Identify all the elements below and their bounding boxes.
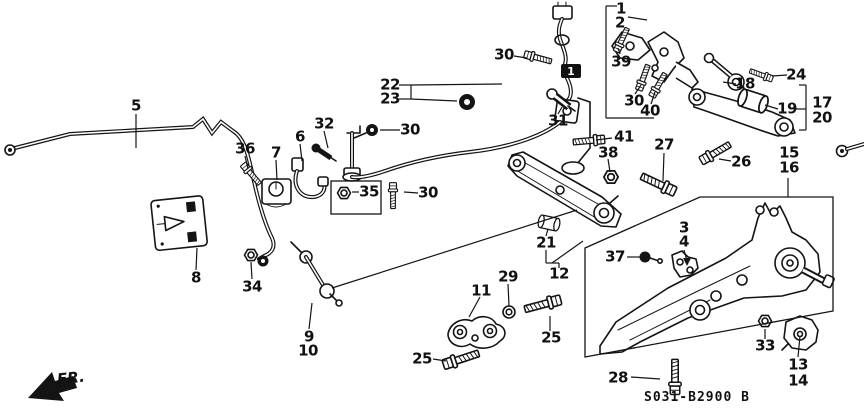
- stabilizer-bar: [4, 116, 276, 267]
- callout-leader-line: [557, 106, 563, 115]
- bolt-26: [697, 138, 734, 167]
- nut-34: [243, 248, 259, 262]
- leader-arrowhead: [683, 258, 691, 266]
- bushing-18: [703, 52, 745, 91]
- callout-leader-line: [507, 283, 510, 307]
- stabilizer-bracket-plate-8: [150, 195, 208, 252]
- fastener-group-box: [330, 180, 382, 215]
- fr-direction-arrow-icon: [28, 372, 77, 401]
- callout-leader-line: [617, 47, 621, 55]
- callout-leader-line: [323, 130, 329, 149]
- leader-lines-layer: [135, 5, 834, 380]
- callout-leader-line: [595, 137, 613, 141]
- rod-end-right-edge: [835, 142, 864, 158]
- callout-leader-line: [650, 91, 656, 105]
- abs-wire-bracket: [342, 124, 378, 182]
- trailing-arm-group-outline: [584, 196, 834, 358]
- callout-leader-line: [545, 228, 549, 237]
- clip-bolt-32: [311, 143, 337, 162]
- bolt-30-upper: [633, 62, 653, 93]
- bolt-30-top: [522, 48, 554, 67]
- callout-leader-line: [797, 335, 801, 358]
- callout-leader-line: [331, 209, 578, 289]
- callout-leader-line: [250, 261, 253, 280]
- group-bracket-line: [551, 240, 584, 264]
- sensor-bracket-3-4: [671, 250, 699, 278]
- stabilizer-bushing-7: [261, 178, 292, 208]
- callout-leader-line: [513, 55, 528, 59]
- callout-leader-line: [244, 155, 249, 170]
- bolt-25-left: [440, 346, 482, 372]
- callout-leader-line: [308, 302, 313, 330]
- callout-leader-line: [275, 159, 278, 181]
- callout-leader-line: [771, 74, 788, 77]
- callout-leader-line: [764, 104, 779, 110]
- callout-leader-line: [630, 376, 661, 380]
- washer-29: [502, 305, 516, 319]
- group-bracket-line: [410, 83, 503, 86]
- callout-leader-line: [607, 158, 611, 173]
- bolt-30-box: [387, 182, 399, 210]
- callout-leader-line: [662, 152, 665, 182]
- nut-35: [336, 186, 352, 200]
- harness-marker-badge: 1: [561, 64, 581, 78]
- callout-leader-line: [718, 158, 732, 162]
- upper-arm-17-20: [688, 88, 796, 137]
- stabilizer-link-9-10: [290, 241, 343, 307]
- bracket-assembly-1-2: [611, 31, 699, 89]
- grommet-bolt-37: [639, 251, 663, 264]
- callout-leader-line: [432, 358, 447, 362]
- callout-leader-line: [299, 143, 303, 162]
- bolt-24: [747, 66, 775, 84]
- compensator-arm-11: [447, 315, 506, 349]
- callout-leader-line: [722, 81, 737, 85]
- bolt-41: [572, 133, 606, 149]
- callout-leader-line: [627, 16, 648, 21]
- bolt-25-right: [522, 292, 564, 317]
- rear-lower-arm-12: [507, 151, 622, 228]
- callout-leader-line: [403, 191, 419, 194]
- group-bracket-line: [410, 98, 458, 102]
- knuckle-13-14: [781, 315, 819, 351]
- sensor-bolt-31: [546, 88, 576, 112]
- nut-38: [602, 169, 620, 185]
- bolt-27: [638, 169, 679, 199]
- callout-leader-line: [468, 296, 481, 318]
- callout-leader-line: [195, 247, 198, 271]
- trailing-arm-assembly-15-16: [599, 202, 835, 355]
- drawing-code: S031-B2900 B: [644, 390, 750, 405]
- stabilizer-clamp-6: [291, 157, 329, 200]
- front-direction-label: FR.: [56, 367, 86, 389]
- bushing-21: [536, 213, 562, 233]
- callout-leader-line: [634, 84, 642, 95]
